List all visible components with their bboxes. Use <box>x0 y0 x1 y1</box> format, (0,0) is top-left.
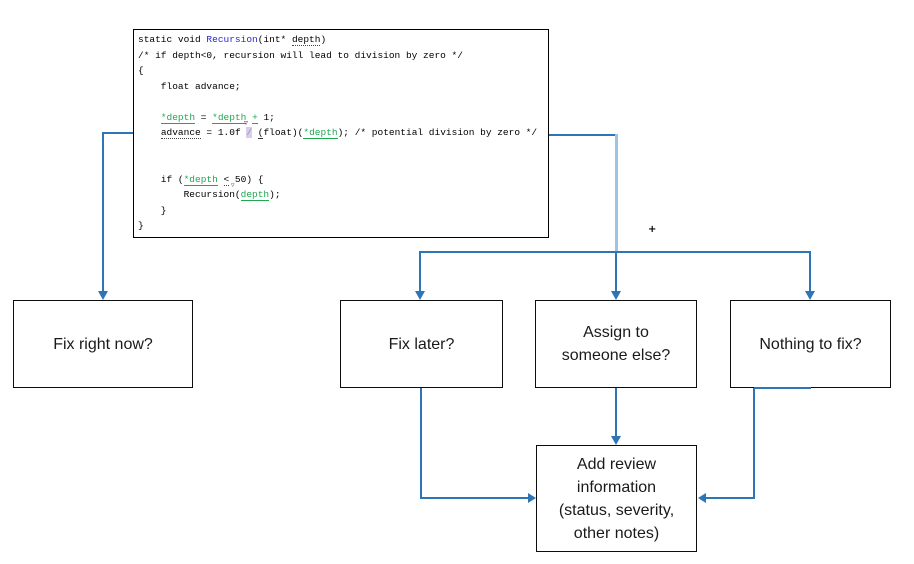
code-line: } <box>138 220 144 231</box>
connector-assign-vertical <box>615 388 617 437</box>
branch-rail <box>419 251 811 253</box>
arrowhead-into-nothing-icon <box>805 291 815 300</box>
code-line <box>138 156 548 172</box>
code-snippet-box: static void Recursion(int* depth) /* if d… <box>133 29 549 238</box>
connector-fixlater-vertical <box>420 388 422 499</box>
box-add-review-info: Add review information (status, severity… <box>536 445 697 552</box>
box-nothing-to-fix-label: Nothing to fix? <box>759 335 862 353</box>
connector-code-to-fixnow-horizontal <box>103 132 133 134</box>
box-assign-someone-else-label: Assign to someone else? <box>561 324 671 364</box>
arrowhead-into-fixlater-icon <box>415 291 425 300</box>
code-line: *depth = *depth + 1; <box>160 111 275 124</box>
box-fix-later: Fix later? <box>340 300 503 388</box>
connector-nothing-vertical <box>753 388 755 499</box>
box-fix-right-now: Fix right now? <box>13 300 193 388</box>
connector-fixlater-horizontal <box>420 497 528 499</box>
arrowhead-into-review-top-icon <box>611 436 621 445</box>
box-add-review-info-label: Add review information (status, severity… <box>558 455 675 542</box>
connector-nothing-horizontal <box>706 497 754 499</box>
stray-plus-mark: + <box>648 224 657 235</box>
code-line: float advance; <box>138 80 241 92</box>
branch-to-nothing-vertical <box>809 251 811 292</box>
division-annotation-marker-icon: ▿ <box>244 118 249 127</box>
code-line: advance = 1.0f / (float)(*depth); /* pot… <box>160 127 538 139</box>
comparison-annotation-marker-icon: ▿ <box>231 181 235 189</box>
connector-code-to-rail-vertical <box>615 134 618 252</box>
code-line: { <box>138 65 144 76</box>
arrowhead-into-fixnow-icon <box>98 291 108 300</box>
code-line <box>138 141 548 157</box>
connector-code-to-fixnow-vertical <box>102 132 104 292</box>
box-fix-later-label: Fix later? <box>388 335 455 353</box>
arrowhead-into-assign-icon <box>611 291 621 300</box>
code-line: static void Recursion(int* depth) <box>138 34 327 46</box>
connector-code-to-rail-horizontal <box>549 134 617 136</box>
box-assign-someone-else: Assign to someone else? <box>535 300 697 388</box>
code-line <box>138 94 548 110</box>
branch-to-assign-vertical <box>615 253 617 292</box>
code-line: if (*depth < 50) { <box>138 173 264 186</box>
branch-to-fixlater-vertical <box>419 251 421 292</box>
box-fix-right-now-label: Fix right now? <box>53 335 153 353</box>
code-line: } <box>138 204 167 216</box>
arrowhead-into-review-right-icon <box>698 493 706 503</box>
code-line: /* if depth<0, recursion will lead to di… <box>138 49 463 61</box>
connector-nothing-bottom-overlap <box>754 387 811 389</box>
arrowhead-into-review-left-icon <box>528 493 536 503</box>
code-line: Recursion(depth); <box>138 189 281 201</box>
box-nothing-to-fix: Nothing to fix? <box>730 300 891 388</box>
